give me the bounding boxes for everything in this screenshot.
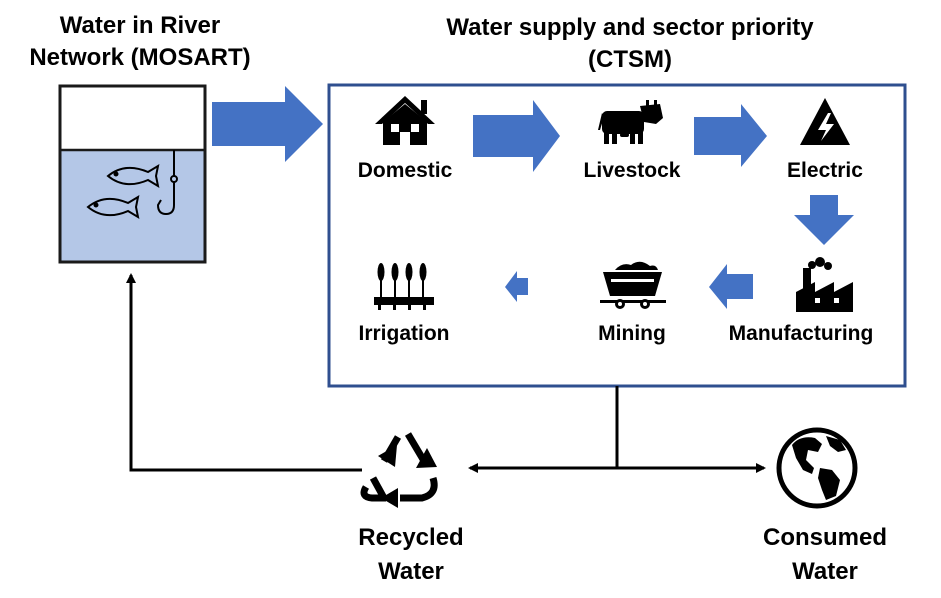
recycle-icon [360,432,438,508]
river-water-fill [60,150,205,262]
consumed-line2: Water [792,558,858,585]
outflow-lines [126,273,766,473]
sector-label-irrigation: Irrigation [358,322,450,345]
house-icon [375,96,435,145]
ctsm-title: Water supply and sector priority (CTSM) [400,12,860,76]
river-bucket-outline [58,84,207,264]
fishing-hook-icon [156,150,178,216]
globe-icon [776,427,858,509]
flow-arrow-manufacturing-mining [709,264,753,309]
flow-arrow-domestic-livestock [473,100,560,172]
sector-label-mining: Mining [598,322,666,345]
fish-icon [106,163,160,189]
cow-icon [598,100,663,144]
river-title-line1: Water in River [59,12,221,39]
consumed-line1: Consumed [762,524,887,551]
electric-hazard-icon [800,98,850,145]
wheat-crop-icon [374,263,434,310]
river-title-line2: Network (MOSART) [29,44,251,71]
ctsm-title-line1: Water supply and sector priority [446,14,814,41]
recycled-line1: Recycled [358,524,464,551]
flow-arrow-mining-irrigation [505,271,528,302]
recycled-water-label: Recycled Water [341,521,481,589]
mine-cart-icon [600,261,666,309]
sector-label-domestic: Domestic [357,159,453,182]
consumed-water-label: Consumed Water [750,521,900,589]
sector-label-manufacturing: Manufacturing [728,322,874,345]
ctsm-title-line2: (CTSM) [588,46,672,73]
river-bucket [58,84,207,264]
sector-label-livestock: Livestock [583,159,681,182]
river-title: Water in River Network (MOSART) [10,10,270,74]
recycled-line2: Water [378,558,444,585]
fish-icon [86,194,140,220]
sector-label-electric: Electric [787,159,863,182]
factory-icon [796,257,853,312]
flow-arrow-electric-manufacturing [794,195,854,245]
flow-arrow-livestock-electric [694,104,767,167]
supply-arrow [212,86,323,162]
